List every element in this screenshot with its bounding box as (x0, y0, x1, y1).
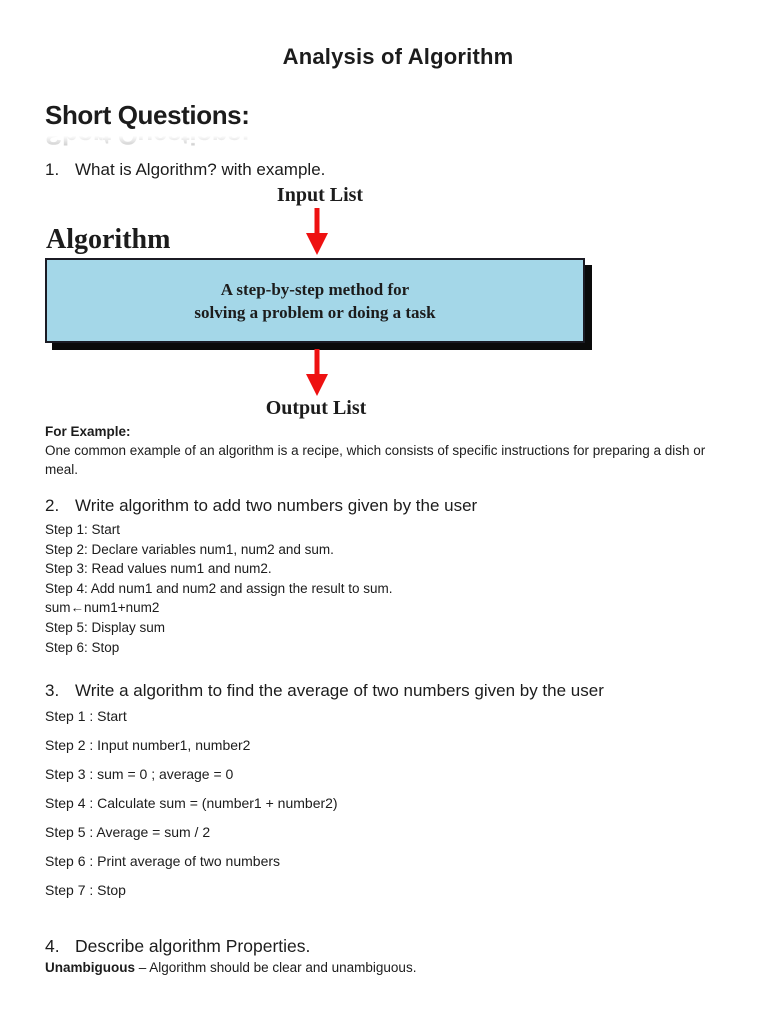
question-1-heading: 1. What is Algorithm? with example. (45, 160, 325, 180)
question-4-number: 4. (45, 936, 60, 956)
diagram-input-list-label: Input List (276, 184, 364, 206)
step-line: sum←num1+num2 (45, 600, 160, 616)
step-line: Step 3: Read values num1 and num2. (45, 561, 272, 577)
question-3-heading: 3. Write a algorithm to find the average … (45, 681, 604, 701)
page-title: Analysis of Algorithm (282, 44, 514, 69)
down-arrow-icon (306, 349, 328, 396)
for-example-text: One common example of an algorithm is a … (45, 443, 706, 477)
section-heading: Short Questions: (45, 100, 250, 130)
diagram-output-list-label: Output List (265, 397, 367, 419)
step-line: Step 5 : Average = sum / 2 (45, 824, 211, 840)
property-definition: – Algorithm should be clear and unambigu… (138, 960, 417, 975)
question-3-steps: Step 1 : Start Step 2 : Input number1, n… (45, 707, 338, 910)
section-heading-wrap: Short Questions: Short Questions: (45, 100, 250, 151)
definition-line-1: A step-by-step method for (220, 279, 410, 299)
question-2-label: Write algorithm to add two numbers given… (75, 496, 478, 515)
step-line: Step 5: Display sum (45, 619, 166, 635)
question-4-label: Describe algorithm Properties. (75, 936, 311, 956)
step-line: Step 4: Add num1 and num2 and assign the… (45, 580, 393, 596)
step-line: Step 1 : Start (45, 708, 127, 724)
step-line: Step 6: Stop (45, 639, 120, 655)
question-3-label: Write a algorithm to find the average of… (75, 681, 604, 700)
question-2-steps: Step 1: Start Step 2: Declare variables … (45, 520, 392, 657)
question-1-label: What is Algorithm? with example. (75, 160, 326, 179)
step-line: Step 6 : Print average of two numbers (45, 853, 281, 869)
diagram-algorithm-label: Algorithm (46, 224, 171, 255)
property-unambiguous-line: Unambiguous – Algorithm should be clear … (45, 960, 416, 975)
question-2-heading: 2. Write algorithm to add two numbers giv… (45, 496, 477, 516)
section-heading-reflection: Short Questions: (45, 120, 250, 151)
diagram-definition-box: A step-by-step method for solving a prob… (45, 258, 585, 343)
question-1-number: 1. (45, 160, 60, 179)
question-2-number: 2. (45, 496, 60, 515)
down-arrow-icon (306, 208, 328, 255)
definition-line-2: solving a problem or doing a task (194, 302, 436, 322)
question-3-number: 3. (45, 681, 60, 700)
for-example-heading: For Example: (45, 424, 131, 439)
step-line: Step 3 : sum = 0 ; average = 0 (45, 766, 234, 782)
property-term: Unambiguous (45, 960, 135, 975)
step-line: Step 4 : Calculate sum = (number1 + numb… (45, 795, 338, 811)
step-line: Step 2 : Input number1, number2 (45, 737, 251, 753)
question-4-heading: 4. Describe algorithm Properties. (45, 936, 310, 957)
step-line: Step 7 : Stop (45, 882, 126, 898)
step-line: Step 2: Declare variables num1, num2 and… (45, 541, 334, 557)
step-line: Step 1: Start (45, 522, 121, 537)
